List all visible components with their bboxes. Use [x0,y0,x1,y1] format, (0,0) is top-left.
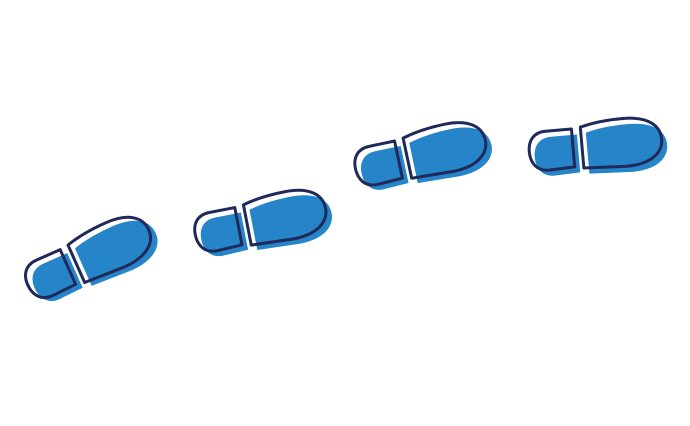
footprint-1 [24,215,158,302]
sole-outline [66,215,152,284]
heel-outline [527,127,577,172]
footprint-3 [353,121,492,190]
heel-outline [193,206,244,253]
footprint-2 [193,188,332,257]
heel-fill [32,253,83,302]
sole-fill [249,195,332,251]
footprint-4 [527,116,668,176]
heel-outline [353,139,404,187]
heel-fill [534,134,581,176]
sole-fill [74,220,158,286]
sole-fill [409,127,492,184]
sole-outline [578,116,664,170]
sole-outline [401,121,488,180]
heel-outline [24,248,78,300]
sole-outline [241,188,328,247]
